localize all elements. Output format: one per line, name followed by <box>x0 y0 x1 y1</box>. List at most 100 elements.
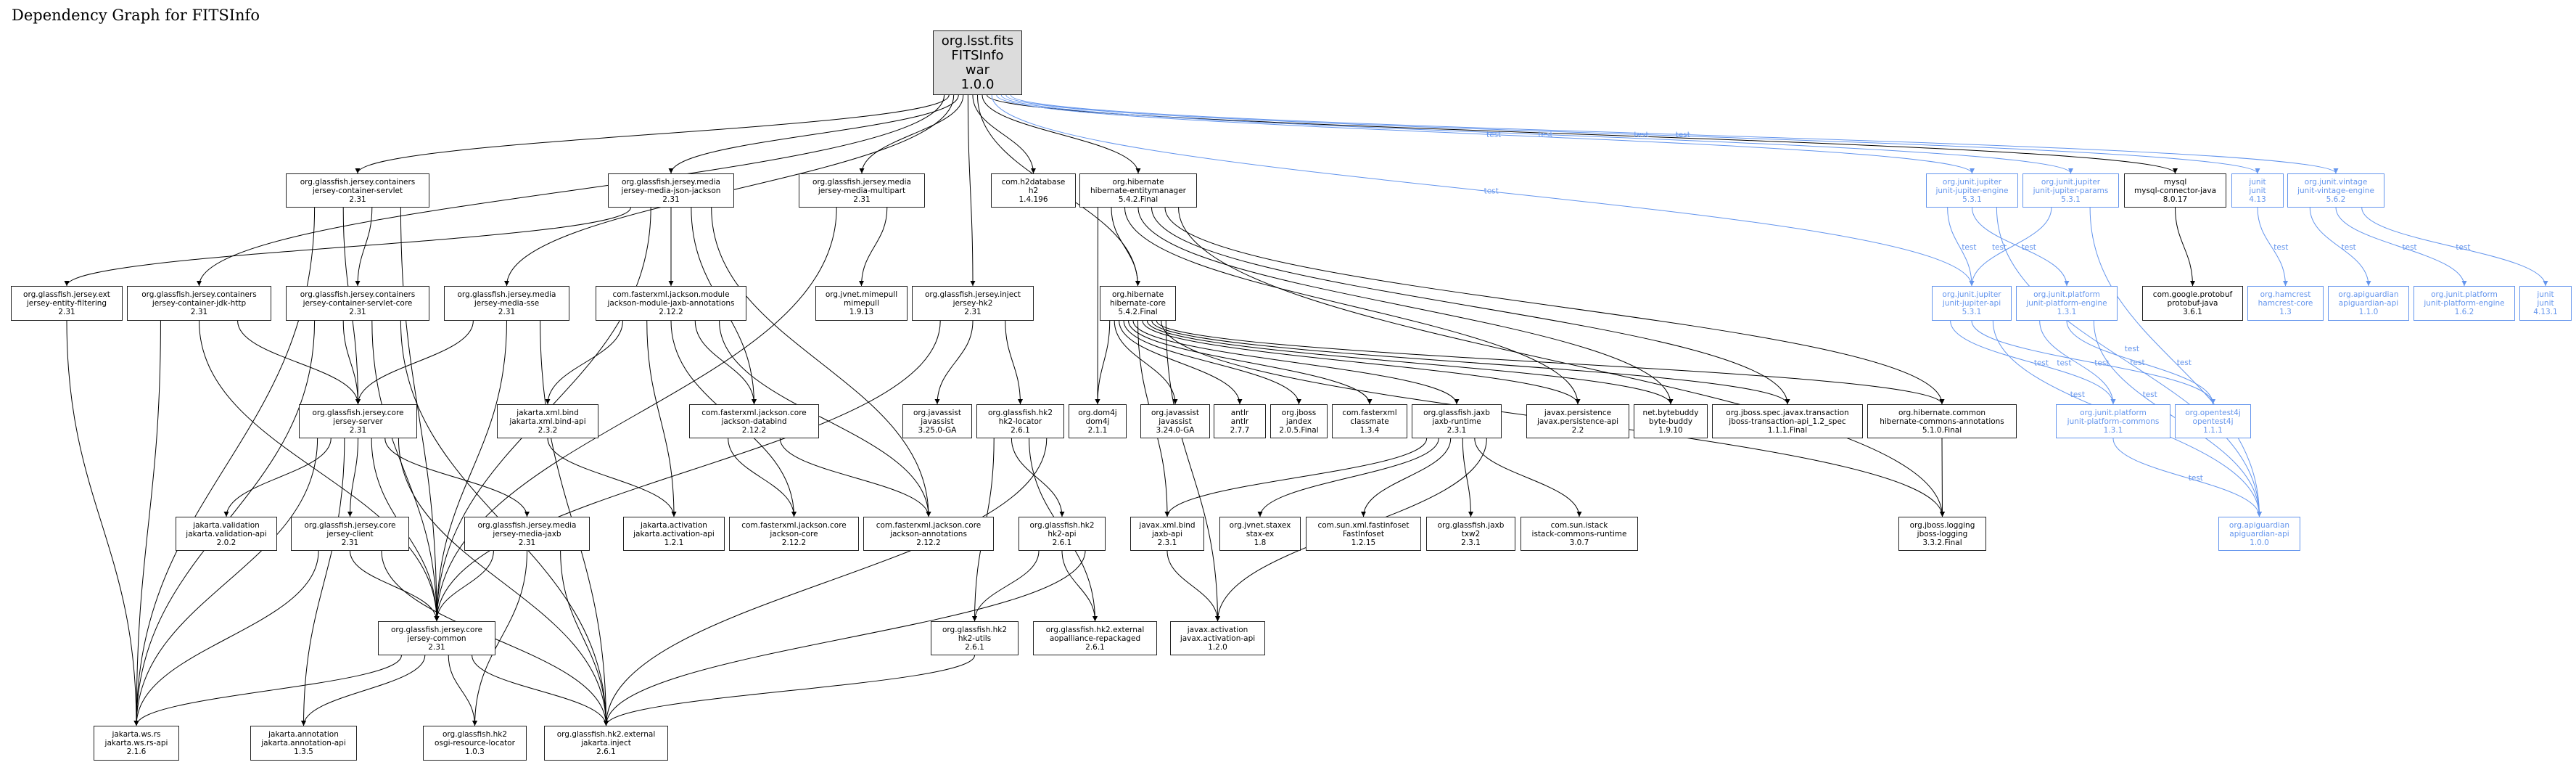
edge-common-to-osgi <box>448 655 477 726</box>
edge-mmp-to-mime <box>859 207 888 287</box>
node-group: org.opentest4j <box>2185 408 2241 417</box>
node-group: org.dom4j <box>1078 408 1117 417</box>
edge-root-to-junit413 <box>1005 94 2260 174</box>
node-version: 2.3.1 <box>1447 425 1467 435</box>
node-version: 1.1.1.Final <box>1767 425 1808 435</box>
graph-title: Dependency Graph for FITSInfo <box>12 7 260 24</box>
node-version: 1.1.1 <box>2203 425 2223 435</box>
node-artifact: hibernate-commons-annotations <box>1880 417 2004 426</box>
node-group: com.fasterxml.jackson.core <box>741 520 847 530</box>
edge-client-to-wsrs <box>133 550 319 726</box>
node-version: 5.3.1 <box>1962 194 1982 204</box>
edge-hcore-to-hca <box>1156 320 1945 405</box>
node-version: 2.31 <box>853 194 871 204</box>
node-version: 1.3.1 <box>2103 425 2123 435</box>
node-artifact: jersey-container-servlet <box>312 186 403 195</box>
edge-jja-to-jpc <box>1950 320 2116 405</box>
node-artifact: opentest4j <box>2192 417 2234 426</box>
node-group: org.glassfish.jersey.media <box>622 177 720 187</box>
node-version: 3.25.0-GA <box>918 425 957 435</box>
node-artifact: jakarta.activation-api <box>633 529 715 538</box>
node-group: org.junit.platform <box>2080 408 2147 417</box>
node-group: org.glassfish.jersey.containers <box>141 290 257 299</box>
node-group: org.glassfish.jersey.core <box>312 408 404 417</box>
node-version: 1.0.0 <box>2250 538 2269 547</box>
node-group: jakarta.annotation <box>268 730 339 739</box>
node-group: org.glassfish.hk2 <box>1029 520 1095 530</box>
edge-server-to-mjaxb <box>384 438 530 517</box>
node-artifact: jersey-container-jdk-http <box>152 299 247 308</box>
node-group: org.glassfish.jersey.ext <box>23 290 110 299</box>
edge-root-to-hem <box>982 94 1141 174</box>
node-artifact: osgi-resource-locator <box>435 739 515 748</box>
node-artifact: apiguardian-api <box>2338 299 2399 308</box>
edge-jjp-to-jja <box>1969 207 2052 287</box>
node-version: 1.3.1 <box>2057 308 2077 316</box>
node-version: 1.2.15 <box>1351 538 1376 547</box>
node-group: com.fasterxml.jackson.core <box>876 520 982 530</box>
node-group: com.fasterxml.jackson.module <box>612 290 730 299</box>
edge-client-to-common <box>350 550 440 622</box>
node-version: 2.6.1 <box>1011 425 1030 435</box>
node-version: 1.1.0 <box>2358 308 2379 316</box>
node-artifact: jboss-logging <box>1917 529 1968 538</box>
node-group: org.glassfish.jersey.inject <box>924 290 1021 299</box>
node-artifact: jersey-media-jaxb <box>493 529 561 538</box>
node-group: org.glassfish.hk2.external <box>556 730 656 739</box>
node-group: org.glassfish.jersey.media <box>812 177 911 187</box>
edge-root-to-mysql <box>987 94 2178 174</box>
node-group: org.glassfish.jersey.core <box>390 625 482 634</box>
edge-hk2api-to-inject <box>604 550 1086 726</box>
node-group: com.h2database <box>1001 177 1066 187</box>
node-group: net.bytebuddy <box>1642 408 1699 417</box>
node-group: org.glassfish.jersey.media <box>457 290 556 299</box>
node-group: org.glassfish.hk2 <box>987 408 1053 417</box>
edge-jaxbann-to-xmlbind <box>545 320 623 405</box>
edge-hk2api-to-aop <box>1061 550 1098 622</box>
node-group: org.apiguardian <box>2338 290 2399 299</box>
edge-jaxbann-to-jact121 <box>646 320 677 517</box>
node-artifact: hk2-api <box>1048 529 1077 538</box>
edge-hcore-to-antlr <box>1119 320 1243 405</box>
edge-hcore-to-jaxbrt <box>1132 320 1460 405</box>
edge-server-to-validation <box>223 438 332 517</box>
node-artifact: hibernate-entitymanager <box>1090 186 1186 195</box>
node-group: org.javassist <box>913 408 961 417</box>
node-group: org.jboss <box>1281 408 1317 417</box>
node-version: 2.31 <box>498 308 516 316</box>
node-group: jakarta.validation <box>193 520 260 530</box>
node-artifact: jakarta.xml.bind-api <box>509 417 586 426</box>
edge-hcore-to-jav324 <box>1114 320 1178 405</box>
edge-jcs-to-jcsc <box>355 207 373 287</box>
node-artifact: junit-platform-engine <box>2424 299 2505 308</box>
node-version: 2.31 <box>662 194 680 204</box>
edge-sse-to-common <box>434 320 507 622</box>
node-group: org.glassfish.jersey.containers <box>300 177 416 187</box>
edge-hcore-to-jact120 <box>1165 320 1220 622</box>
